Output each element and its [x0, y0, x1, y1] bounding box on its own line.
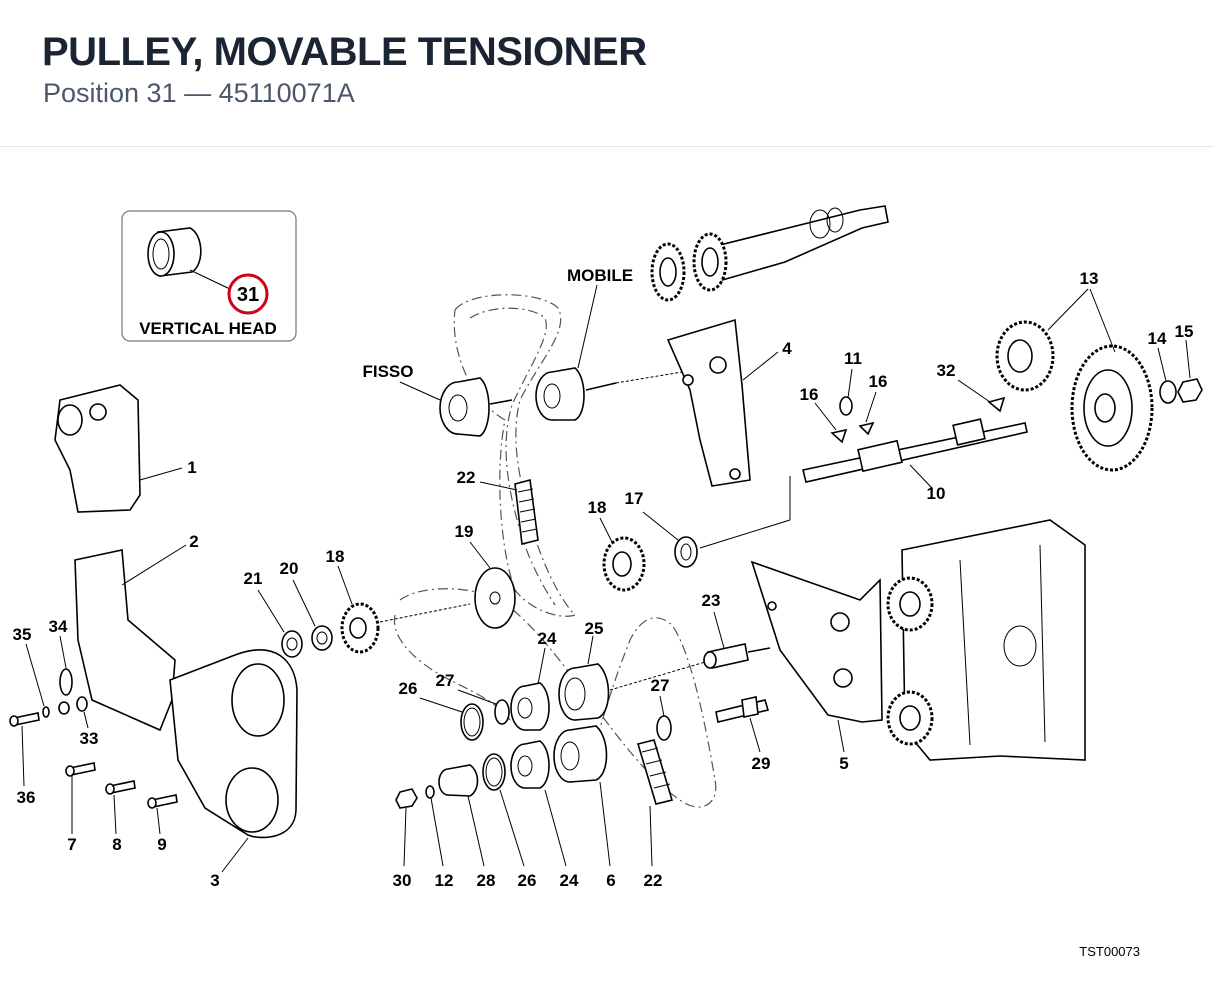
part-11-circlip[interactable]	[839, 368, 853, 416]
label-15: 15	[1175, 322, 1194, 341]
label-2: 2	[189, 532, 198, 551]
label-11: 11	[844, 349, 862, 368]
label-7: 7	[67, 835, 76, 854]
part-20-washer[interactable]	[292, 579, 333, 651]
part-17-spacer[interactable]	[642, 511, 698, 568]
label-35: 35	[13, 625, 32, 644]
label-10: 10	[927, 484, 946, 503]
label-21: 21	[244, 569, 263, 588]
part-15-nut[interactable]	[1177, 339, 1203, 403]
label-mobile: MOBILE	[567, 266, 633, 285]
part-10-shaft[interactable]	[802, 418, 1028, 489]
part-3-front-cover[interactable]	[169, 649, 298, 873]
part-13-gear-pair[interactable]	[995, 288, 1154, 472]
label-23: 23	[702, 591, 721, 610]
part-34-oring[interactable]	[59, 635, 73, 696]
timing-belt-upper	[453, 294, 577, 617]
part-16-key-right[interactable]	[858, 391, 877, 436]
part-27-circlip-left[interactable]	[457, 689, 510, 725]
part-36-screw[interactable]	[9, 712, 40, 787]
label-16-right: 16	[869, 372, 888, 391]
page-title: PULLEY, MOVABLE TENSIONER	[42, 30, 647, 74]
label-26-lower: 26	[518, 871, 537, 890]
part-22-belt-segment-lower[interactable]	[636, 739, 674, 867]
label-27-right: 27	[651, 676, 670, 695]
label-25: 25	[585, 619, 604, 638]
drawing-code: TST00073	[1079, 944, 1140, 959]
part-1-upper-cover[interactable]	[54, 384, 183, 513]
exploded-parts-diagram: 31 VERTICAL HEAD 1 2 3	[9, 205, 1203, 959]
label-8: 8	[112, 835, 121, 854]
part-33-spacer[interactable]	[58, 696, 89, 729]
part-26-circlip-lower[interactable]	[482, 753, 525, 867]
cylinder-head-assembly	[886, 519, 1086, 761]
part-27-circlip-right[interactable]	[656, 695, 672, 741]
part-7-screw[interactable]	[65, 762, 96, 834]
label-6: 6	[606, 871, 615, 890]
label-fisso: FISSO	[362, 362, 413, 381]
part-23-stud[interactable]	[703, 611, 771, 669]
label-3: 3	[210, 871, 219, 890]
label-17: 17	[625, 489, 644, 508]
camshaft-assembly	[650, 205, 889, 302]
part-14-washer[interactable]	[1157, 347, 1177, 404]
label-22-lower: 22	[644, 871, 663, 890]
label-30: 30	[393, 871, 412, 890]
vertical-head-inset: 31 VERTICAL HEAD	[121, 210, 297, 342]
part-26-circlip-upper[interactable]	[419, 697, 484, 741]
label-19: 19	[455, 522, 474, 541]
label-27-left: 27	[436, 671, 455, 690]
movable-pulley[interactable]	[535, 367, 617, 421]
part-21-bearing[interactable]	[257, 589, 303, 658]
label-13: 13	[1080, 269, 1099, 288]
pulley-31-thumbnail[interactable]	[147, 227, 202, 277]
label-29: 29	[752, 754, 771, 773]
inset-caption: VERTICAL HEAD	[139, 319, 277, 338]
fixed-pulley[interactable]	[439, 377, 513, 437]
label-24-lower: 24	[560, 871, 579, 890]
part-2-belt-cover[interactable]	[74, 544, 187, 732]
part-5-tensioner-plate[interactable]	[750, 560, 883, 753]
part-4-tensioner-bracket[interactable]	[666, 318, 779, 487]
part-19-flange-disc[interactable]	[469, 541, 516, 629]
part-24-bearing-upper[interactable]	[510, 647, 550, 731]
label-18-upper: 18	[588, 498, 607, 517]
part-18-sprocket-lower[interactable]	[337, 565, 380, 654]
page-subtitle: Position 31 — 45110071A	[43, 78, 355, 108]
label-1: 1	[187, 458, 196, 477]
part-29-stud[interactable]	[715, 696, 770, 753]
label-24-upper: 24	[538, 629, 557, 648]
label-16-left: 16	[800, 385, 819, 404]
label-14: 14	[1148, 329, 1167, 348]
part-12-washer[interactable]	[425, 785, 444, 867]
label-4: 4	[782, 339, 792, 358]
label-32: 32	[937, 361, 956, 380]
label-33: 33	[80, 729, 99, 748]
part-6-pulley[interactable]	[553, 725, 611, 867]
part-30-nut[interactable]	[395, 788, 418, 867]
part-8-screw[interactable]	[105, 780, 136, 835]
part-25-roller[interactable]	[558, 635, 610, 721]
label-12: 12	[435, 871, 454, 890]
label-20: 20	[280, 559, 299, 578]
label-28: 28	[477, 871, 496, 890]
part-32-woodruff-key[interactable]	[957, 379, 1006, 413]
label-34: 34	[49, 617, 68, 636]
part-9-screw[interactable]	[147, 794, 178, 835]
part-35-washer[interactable]	[25, 643, 50, 718]
part-18-sprocket-upper[interactable]	[599, 517, 646, 592]
callout-31-ring[interactable]	[227, 273, 269, 315]
page-header: PULLEY, MOVABLE TENSIONER Position 31 — …	[0, 0, 1214, 147]
label-5: 5	[839, 754, 848, 773]
label-9: 9	[157, 835, 166, 854]
label-18-lower: 18	[326, 547, 345, 566]
part-22-belt-segment-upper[interactable]	[479, 478, 539, 545]
label-36: 36	[17, 788, 36, 807]
part-16-key-left[interactable]	[814, 402, 848, 444]
label-22-upper: 22	[457, 468, 476, 487]
label-26-upper: 26	[399, 679, 418, 698]
part-28-bushing[interactable]	[438, 764, 485, 867]
callout-31-label: 31	[237, 284, 259, 306]
part-24-bearing-lower[interactable]	[510, 740, 567, 867]
